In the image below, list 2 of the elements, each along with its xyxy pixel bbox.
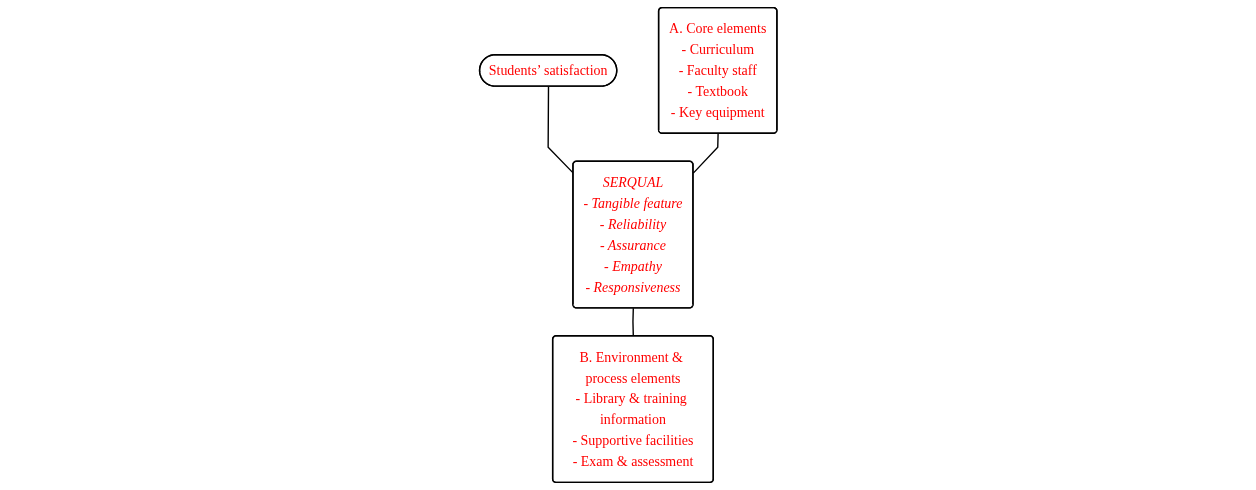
- connector: [632, 307, 634, 337]
- connector: [692, 132, 719, 174]
